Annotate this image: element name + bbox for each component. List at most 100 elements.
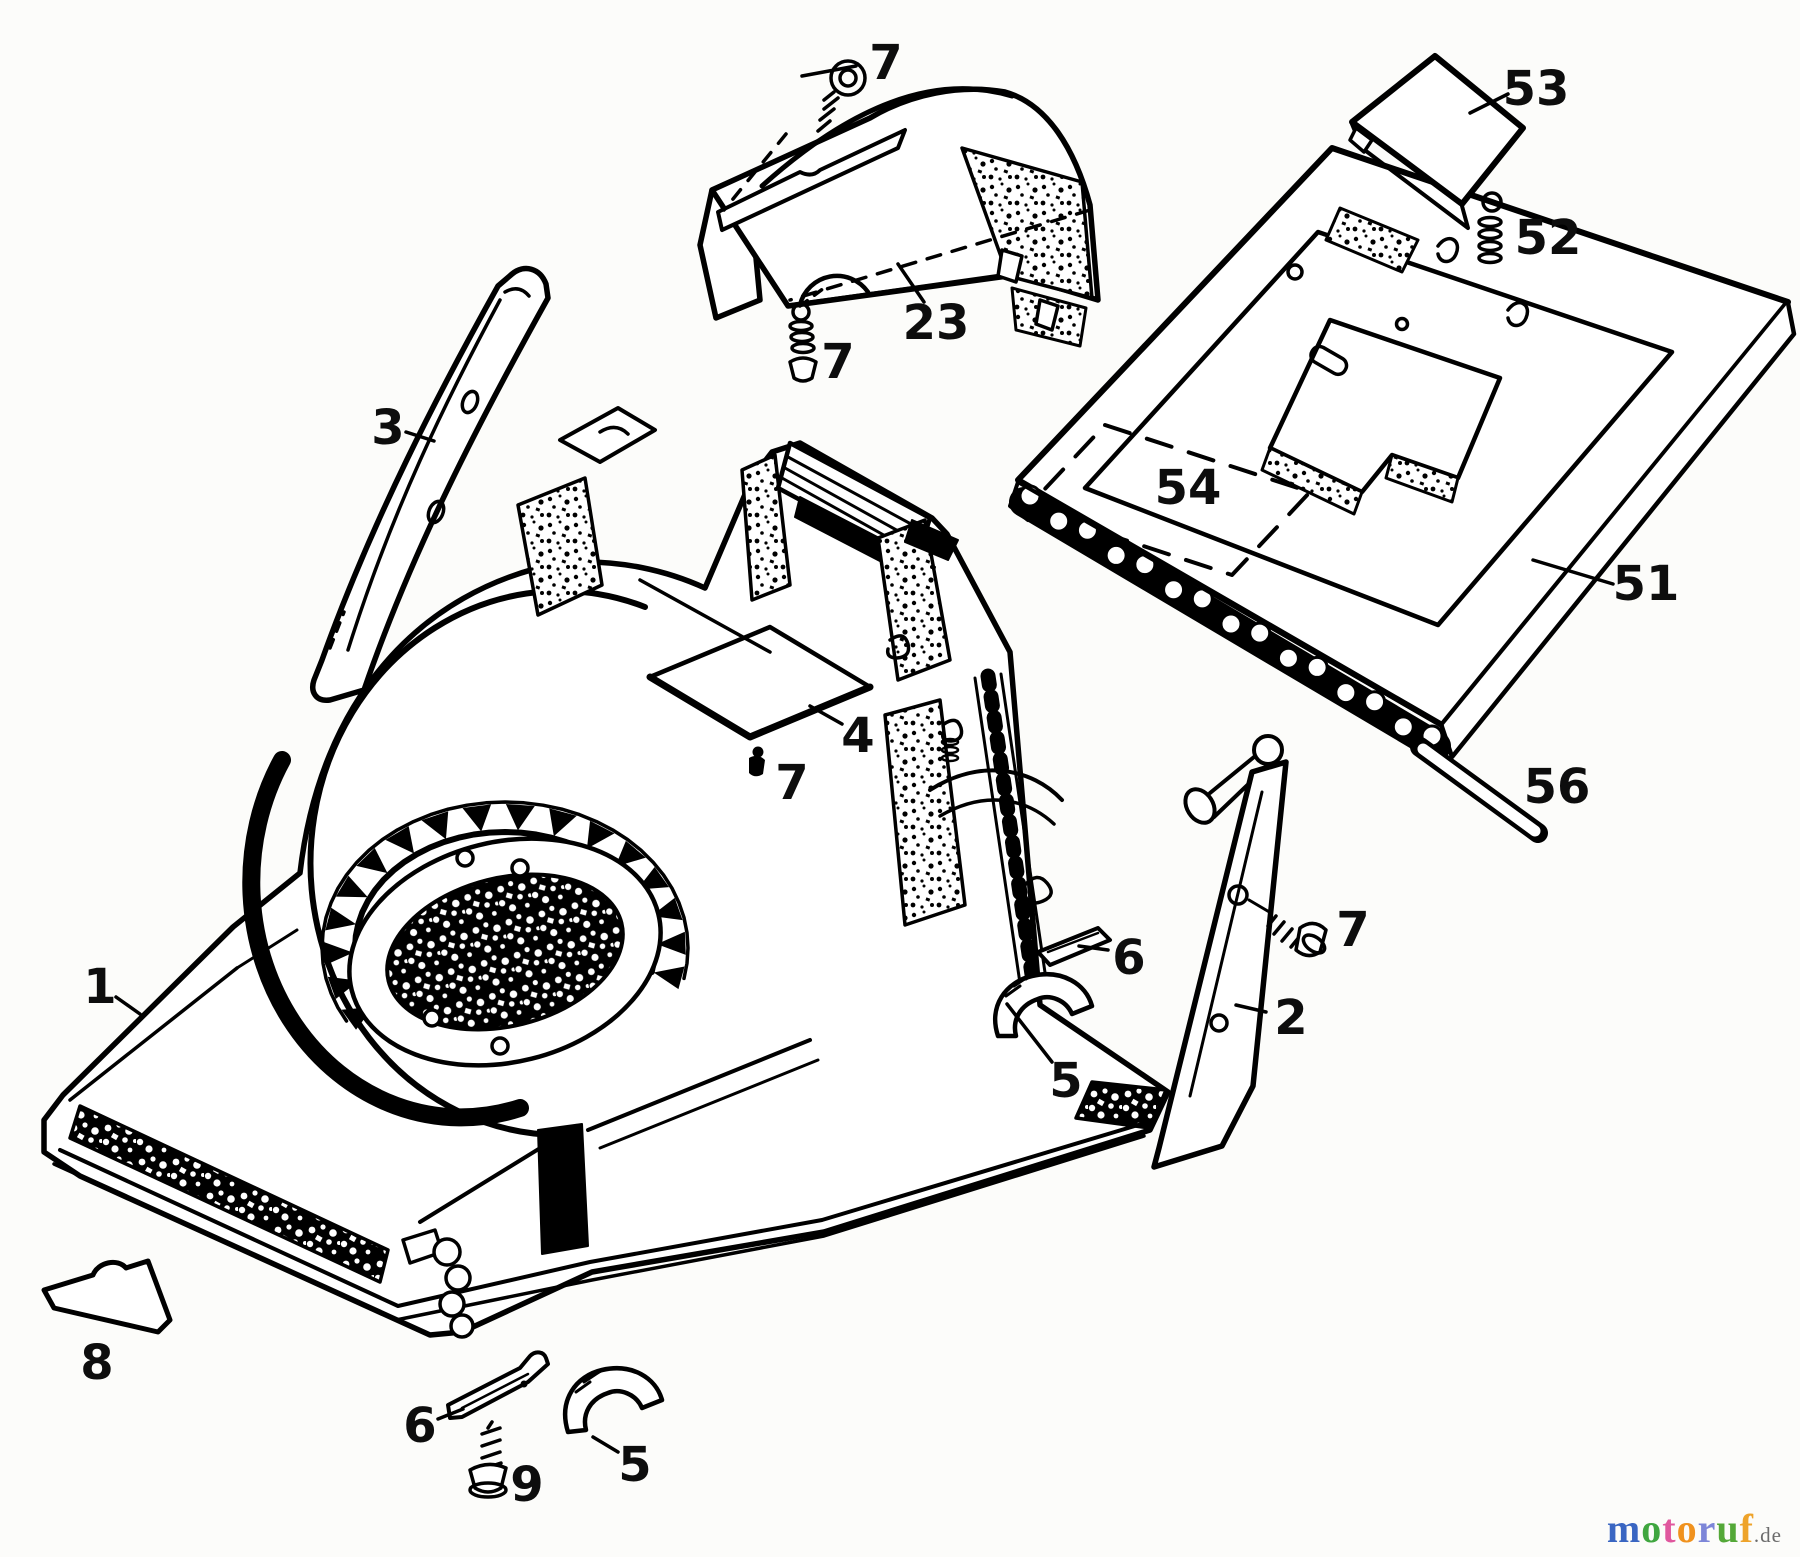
part-label-52-16: 52 xyxy=(1515,210,1582,266)
part-label-53-17: 53 xyxy=(1503,61,1570,117)
shell-bottom-edge-right2 xyxy=(598,1058,820,1150)
side-rail-body xyxy=(310,265,551,703)
callout-leader-51 xyxy=(1531,558,1615,586)
hinge-chain-edge xyxy=(1009,480,1451,761)
fan-tooth xyxy=(385,826,415,854)
hub-hole xyxy=(455,848,475,868)
blade-lever-edge xyxy=(1208,755,1256,795)
motor-cover-dome-line xyxy=(759,86,1015,189)
panel-latch-hook xyxy=(1436,236,1460,264)
rear-channel-curve xyxy=(938,798,1056,826)
fan-tooth xyxy=(586,820,615,849)
fan-tooth xyxy=(356,848,388,874)
fan-tooth xyxy=(653,966,685,990)
screw-7-top xyxy=(816,59,867,133)
island-foam-face-1 xyxy=(1384,453,1460,504)
panel-slot xyxy=(1309,344,1349,377)
roller xyxy=(432,1237,462,1267)
roller xyxy=(444,1264,472,1292)
rear-latch-curl xyxy=(598,425,630,436)
catcher-cover-panel xyxy=(1008,145,1797,761)
panel-hole xyxy=(1286,263,1304,281)
spring-screw-7 xyxy=(788,286,826,383)
callout-leader-23 xyxy=(896,262,926,304)
right-column-cap xyxy=(904,519,959,561)
hub-hole xyxy=(422,1008,442,1028)
clamp-5-right xyxy=(992,972,1095,1039)
logo-letter: t xyxy=(1662,1506,1677,1551)
fan-tooth xyxy=(421,811,449,840)
screw-7-right xyxy=(1266,914,1328,958)
callout-leader-5 xyxy=(1005,1002,1054,1064)
motor-cover-peg xyxy=(1034,298,1060,332)
part-label-3-3: 3 xyxy=(371,400,404,456)
small-lid-tab xyxy=(1348,126,1374,154)
bracket-8 xyxy=(41,1258,173,1335)
part-label-8-7: 8 xyxy=(80,1335,113,1391)
small-lid xyxy=(1348,53,1526,230)
rear-left-column-foam xyxy=(516,476,604,617)
part-label-5-11: 5 xyxy=(1049,1053,1082,1109)
part-label-5-10: 5 xyxy=(618,1437,651,1493)
blade-pivot-knob xyxy=(1252,734,1284,766)
motor-cover-strip xyxy=(716,128,907,232)
fan-tooth xyxy=(324,942,354,966)
rear-latch-prism xyxy=(558,406,657,464)
part-label-7-14: 7 xyxy=(1336,902,1369,958)
left-handle-column-foam xyxy=(740,453,792,602)
skirt-rail xyxy=(52,1134,1146,1322)
part-label-2-13: 2 xyxy=(1274,990,1307,1046)
logo-letter: f xyxy=(1739,1506,1754,1551)
chain-ball xyxy=(1363,690,1387,714)
fan-tooth xyxy=(615,840,646,867)
chain-ball xyxy=(1104,543,1128,567)
part-label-1-6: 1 xyxy=(83,959,116,1015)
logo-letter: o xyxy=(1676,1506,1698,1551)
callout-leader-2 xyxy=(1234,1003,1268,1014)
side-rail-hole xyxy=(426,499,446,525)
chain-ball xyxy=(1276,646,1300,670)
motor-cover-peg xyxy=(996,248,1024,284)
blade-hole xyxy=(1209,1013,1229,1033)
logo-letter: m xyxy=(1606,1506,1642,1551)
skirt-rail xyxy=(58,1120,1150,1308)
front-bumper-foam xyxy=(68,1104,390,1284)
bag-opening-dashed xyxy=(1025,423,1312,577)
support-rod xyxy=(1410,737,1548,843)
callout-leader-5 xyxy=(591,1435,620,1454)
tray-wall-foam xyxy=(1324,206,1420,274)
callout-leader-4 xyxy=(808,704,844,726)
fan-tooth xyxy=(325,907,357,931)
fan-tooth xyxy=(656,931,686,955)
cover-screw-dashes xyxy=(722,132,788,212)
chain-ball xyxy=(1391,715,1415,739)
chain-ball xyxy=(1305,655,1329,679)
blade-hole xyxy=(1227,884,1249,906)
part-label-51-15: 51 xyxy=(1613,556,1680,612)
blade-lever-end xyxy=(1183,787,1217,825)
shell-bottom-edge xyxy=(418,1124,578,1224)
part-label-23-1: 23 xyxy=(903,295,970,351)
side-rail-hole xyxy=(460,389,480,415)
island-foam-face-2 xyxy=(1260,446,1364,516)
callout-leader-53 xyxy=(1468,92,1510,115)
cover-diag-dashes xyxy=(788,208,1092,302)
blade-crease xyxy=(1188,790,1264,1098)
motoruf-logo: motoruf.de xyxy=(1607,1509,1782,1549)
callout-leader-6 xyxy=(1077,944,1110,952)
part-label-7-0: 7 xyxy=(869,35,902,91)
clamp-5-bottom xyxy=(562,1366,665,1435)
cover-plate-4-shadow xyxy=(646,673,874,741)
panel-latch-hook xyxy=(1506,300,1530,328)
side-rail xyxy=(310,265,551,703)
rear-mini-spring xyxy=(940,737,960,763)
clip-6-bottom xyxy=(446,1350,550,1420)
spring-52 xyxy=(1477,191,1503,265)
plate-screw-7 xyxy=(749,746,765,777)
side-rail-dash xyxy=(328,610,346,650)
tooth-ring-arc xyxy=(320,800,690,1023)
motor-cover-bottom-edge xyxy=(785,271,1018,309)
part-label-56-19: 56 xyxy=(1524,759,1591,815)
